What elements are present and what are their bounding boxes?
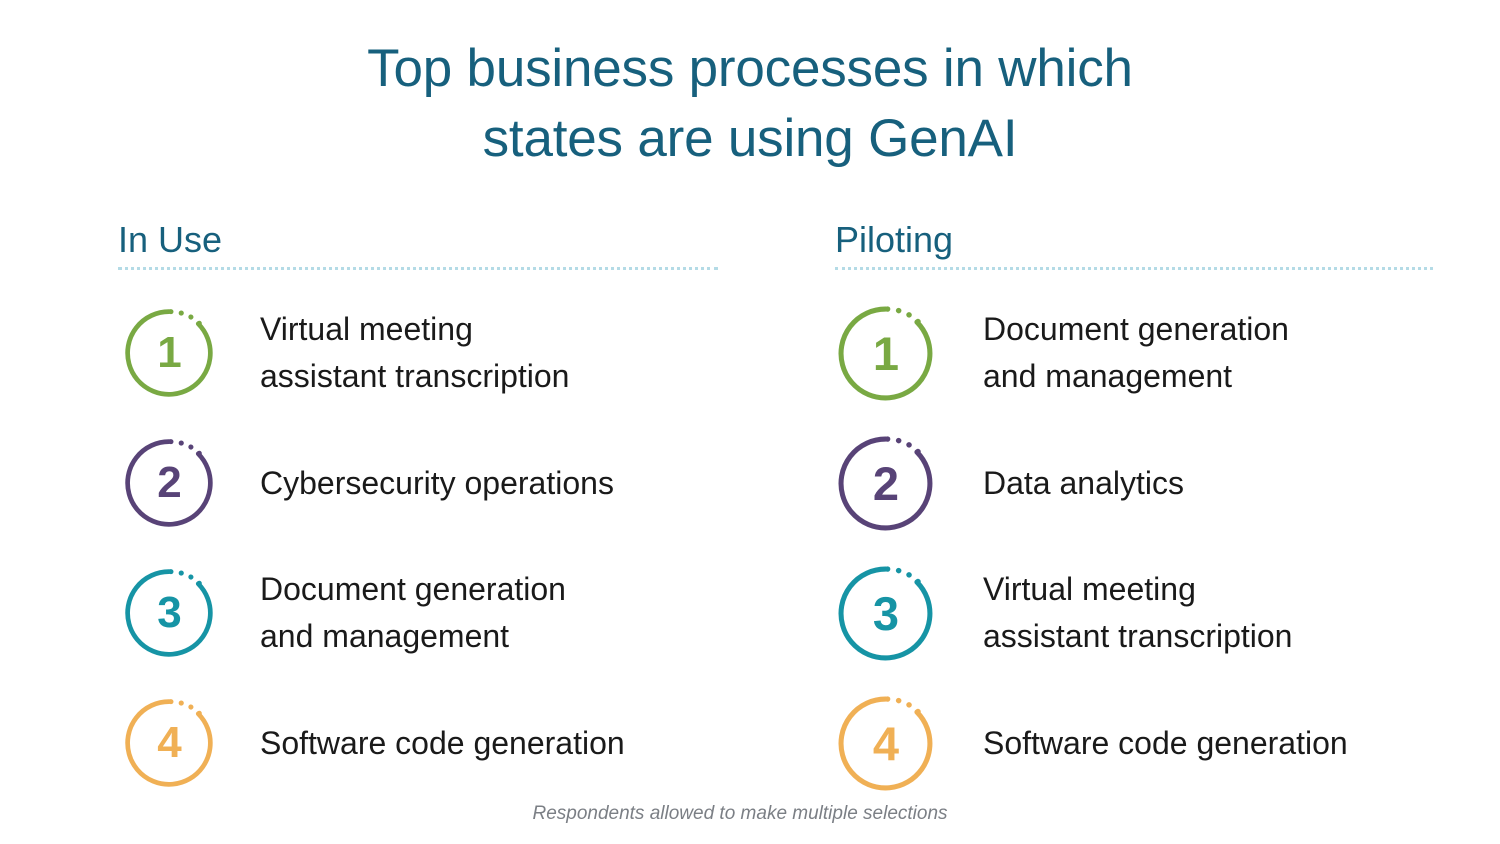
item-label-line-1: Data analytics xyxy=(983,464,1184,501)
item-label: Virtual meeting assistant transcription xyxy=(983,566,1292,660)
column-header-in-use: In Use xyxy=(118,219,223,260)
item-label: Software code generation xyxy=(260,720,625,767)
item-label: Data analytics xyxy=(983,460,1184,507)
list-item[interactable]: 2 Cybersecurity operations xyxy=(118,418,720,548)
rank-number: 1 xyxy=(872,326,899,380)
rank-badge-icon: 1 xyxy=(835,303,936,404)
rank-badge-icon: 4 xyxy=(835,693,936,794)
rank-badge-icon: 3 xyxy=(835,563,936,664)
rank-number: 3 xyxy=(157,588,181,637)
page-title-line-2: states are using GenAI xyxy=(482,109,1018,168)
rank-badge-icon: 4 xyxy=(122,696,216,790)
list-item[interactable]: 3 Virtual meeting assistant transcriptio… xyxy=(835,548,1500,678)
item-label: Virtual meeting assistant transcription xyxy=(260,306,569,400)
columns-container: In Use 1 Virtual meeting assistant trans… xyxy=(0,218,1500,808)
list-item[interactable]: 2 Data analytics xyxy=(835,418,1500,548)
item-label-line-1: Virtual meeting xyxy=(260,311,473,347)
column-in-use: In Use 1 Virtual meeting assistant trans… xyxy=(0,218,720,808)
rank-number: 2 xyxy=(872,456,899,510)
item-label-line-1: Document generation xyxy=(983,311,1289,347)
rank-number: 4 xyxy=(872,716,899,770)
item-label: Cybersecurity operations xyxy=(260,460,614,507)
column-piloting: Piloting 1 Document generation and manag… xyxy=(720,218,1500,808)
list-item[interactable]: 4 Software code generation xyxy=(835,678,1500,808)
item-label: Document generation and management xyxy=(983,306,1289,400)
item-label-line-2: and management xyxy=(983,358,1233,394)
footnote: Respondents allowed to make multiple sel… xyxy=(532,803,948,824)
page-title-line-1: Top business processes in which xyxy=(367,39,1133,98)
column-divider-piloting xyxy=(835,267,1433,270)
list-item[interactable]: 3 Document generation and management xyxy=(118,548,720,678)
item-list-piloting: 1 Document generation and management 2 xyxy=(835,288,1500,808)
item-label: Document generation and management xyxy=(260,566,566,660)
list-item[interactable]: 4 Software code generation xyxy=(118,678,720,808)
page-title: Top business processes in which states a… xyxy=(0,34,1500,174)
item-label-line-2: assistant transcription xyxy=(983,618,1293,654)
list-item[interactable]: 1 Virtual meeting assistant transcriptio… xyxy=(118,288,720,418)
rank-number: 2 xyxy=(157,458,181,507)
item-label-line-1: Cybersecurity operations xyxy=(260,464,614,501)
rank-number: 4 xyxy=(157,718,181,767)
column-header-piloting: Piloting xyxy=(835,219,954,260)
item-label-line-2: assistant transcription xyxy=(260,358,570,394)
rank-number: 1 xyxy=(157,328,181,377)
item-label-line-2: and management xyxy=(260,618,510,654)
item-label-line-1: Document generation xyxy=(260,571,566,607)
rank-badge-icon: 1 xyxy=(122,306,216,400)
item-list-in-use: 1 Virtual meeting assistant transcriptio… xyxy=(118,288,720,808)
column-divider-in-use xyxy=(118,267,718,270)
rank-number: 3 xyxy=(872,586,899,640)
item-label: Software code generation xyxy=(983,720,1348,767)
rank-badge-icon: 3 xyxy=(122,566,216,660)
list-item[interactable]: 1 Document generation and management xyxy=(835,288,1500,418)
rank-badge-icon: 2 xyxy=(835,433,936,534)
item-label-line-1: Virtual meeting xyxy=(983,571,1196,607)
item-label-line-1: Software code generation xyxy=(983,724,1348,761)
item-label-line-1: Software code generation xyxy=(260,724,625,761)
rank-badge-icon: 2 xyxy=(122,436,216,530)
